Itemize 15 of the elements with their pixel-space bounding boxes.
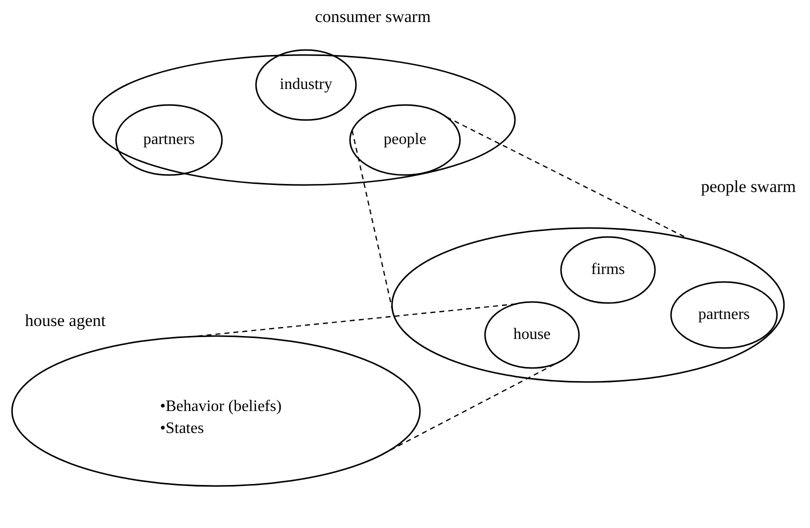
group-title: house agent xyxy=(25,312,106,330)
dashed-line xyxy=(352,130,394,310)
dashed-line xyxy=(194,303,516,337)
node-label: industry xyxy=(278,76,334,94)
dashed-line xyxy=(446,116,690,240)
bullet-item: •Behavior (beliefs) xyxy=(160,398,282,416)
group-title: people swarm xyxy=(701,178,796,196)
node-label: firms xyxy=(590,261,626,279)
node-label: house xyxy=(512,326,552,344)
node-label: partners xyxy=(697,306,751,324)
node-label: people xyxy=(382,131,428,149)
group-title: consumer swarm xyxy=(315,8,431,26)
node-label: partners xyxy=(142,131,196,149)
bullet-item: •States xyxy=(160,420,204,438)
dashed-line xyxy=(376,360,562,458)
